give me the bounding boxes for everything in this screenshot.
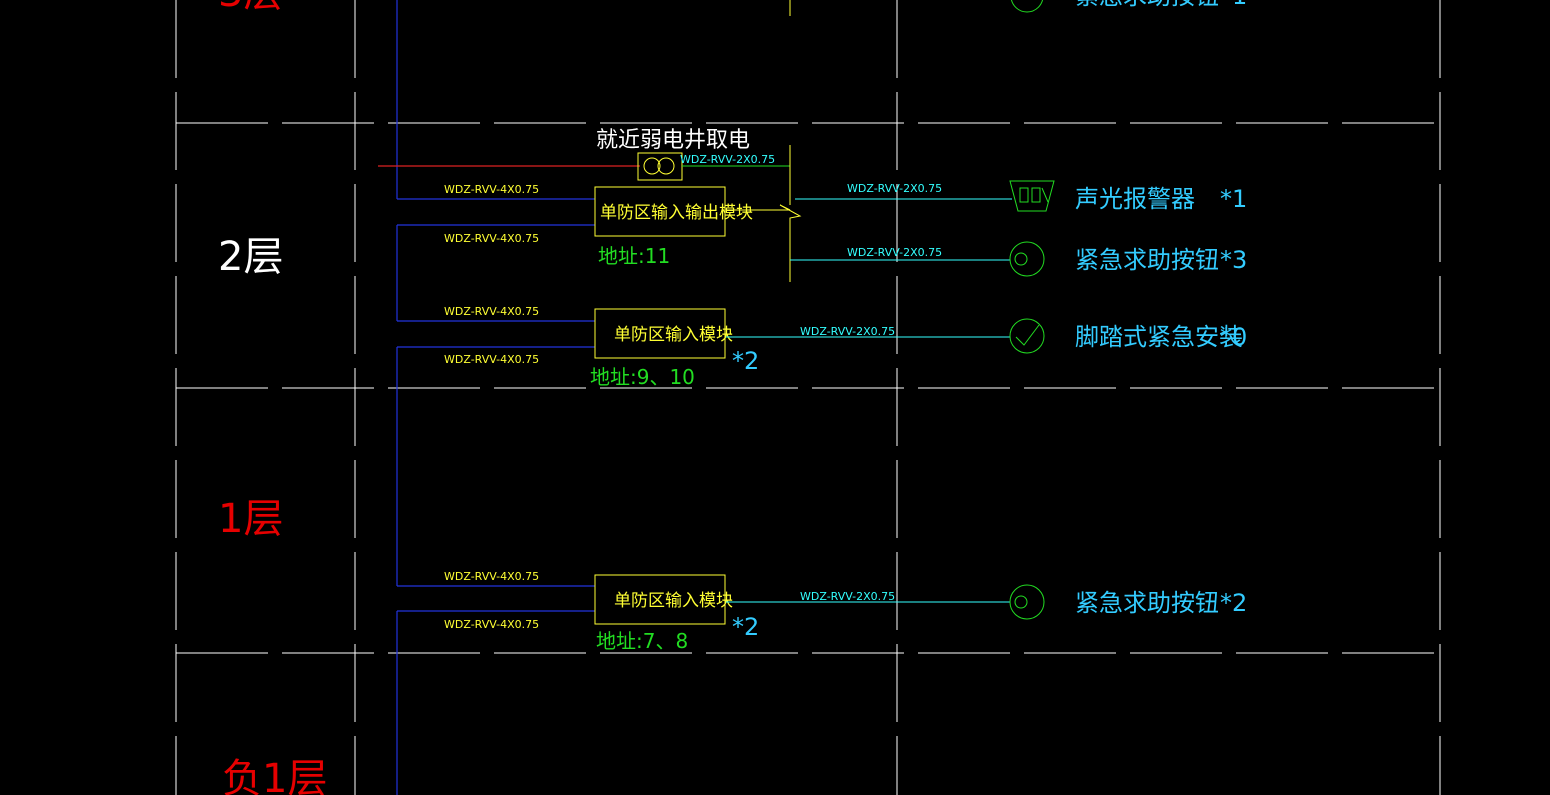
bus-wires (396, 0, 595, 795)
cable-label-bus-5: WDZ-RVV-4X0.75 (444, 570, 539, 583)
input-module-box-f2 (594, 308, 726, 359)
floor-label-2: 2层 (218, 234, 283, 280)
branch-bus (726, 145, 802, 282)
input-module-box-f1 (594, 574, 726, 625)
floor-label-b1: 负1层 (222, 756, 327, 795)
cable-label-bus-1: WDZ-RVV-4X0.75 (444, 183, 539, 196)
pedal-label: 脚踏式紧急安装 (1075, 323, 1243, 351)
input-module-qty-f1: *2 (732, 613, 759, 641)
input-module-label-f1: 单防区输入模块 (614, 591, 733, 611)
button-label-f2: 紧急求助按钮 (1075, 246, 1219, 274)
button-qty-f2: *3 (1220, 246, 1247, 274)
device-qty-f3: *1 (1220, 0, 1247, 10)
button-icon (1009, 584, 1045, 620)
input-module-address-f1: 地址:7、8 (596, 629, 688, 653)
io-module-address: 地址:11 (598, 244, 670, 268)
alarm-qty: *1 (1220, 185, 1247, 213)
button-label-f1: 紧急求助按钮 (1075, 589, 1219, 617)
cable-label-button-f2: WDZ-RVV-2X0.75 (847, 246, 942, 259)
cable-label-alarm: WDZ-RVV-2X0.75 (847, 182, 942, 195)
transformer-icon (637, 152, 683, 181)
pedal-icon (1009, 318, 1045, 354)
input-module-address-f2: 地址:9、10 (590, 365, 695, 389)
grid-frame (175, 0, 1441, 795)
cable-label-bus-6: WDZ-RVV-4X0.75 (444, 618, 539, 631)
io-module-box (594, 186, 726, 237)
cable-label-pedal: WDZ-RVV-2X0.75 (800, 325, 895, 338)
cable-label-bus-3: WDZ-RVV-4X0.75 (444, 305, 539, 318)
button-icon (1010, 0, 1044, 13)
device-label-f3: 紧急求助按钮 (1075, 0, 1219, 10)
cable-label-button-f1: WDZ-RVV-2X0.75 (800, 590, 895, 603)
button-qty-f1: *2 (1220, 589, 1247, 617)
alarm-icon (1009, 180, 1055, 212)
input-module-label-f2: 单防区输入模块 (614, 325, 733, 345)
floor-label-3: 3层 (218, 0, 283, 16)
power-note: 就近弱电井取电 (596, 128, 750, 153)
floor-label-1: 1层 (218, 496, 283, 542)
cable-label-power: WDZ-RVV-2X0.75 (680, 153, 775, 166)
cable-label-bus-2: WDZ-RVV-4X0.75 (444, 232, 539, 245)
alarm-label: 声光报警器 (1075, 185, 1195, 213)
branch-wires (726, 198, 1012, 603)
input-module-qty-f2: *2 (732, 347, 759, 375)
io-module-label: 单防区输入输出模块 (600, 203, 753, 223)
cable-label-bus-4: WDZ-RVV-4X0.75 (444, 353, 539, 366)
pedal-qty: *0 (1220, 323, 1247, 351)
button-icon (1009, 241, 1045, 277)
